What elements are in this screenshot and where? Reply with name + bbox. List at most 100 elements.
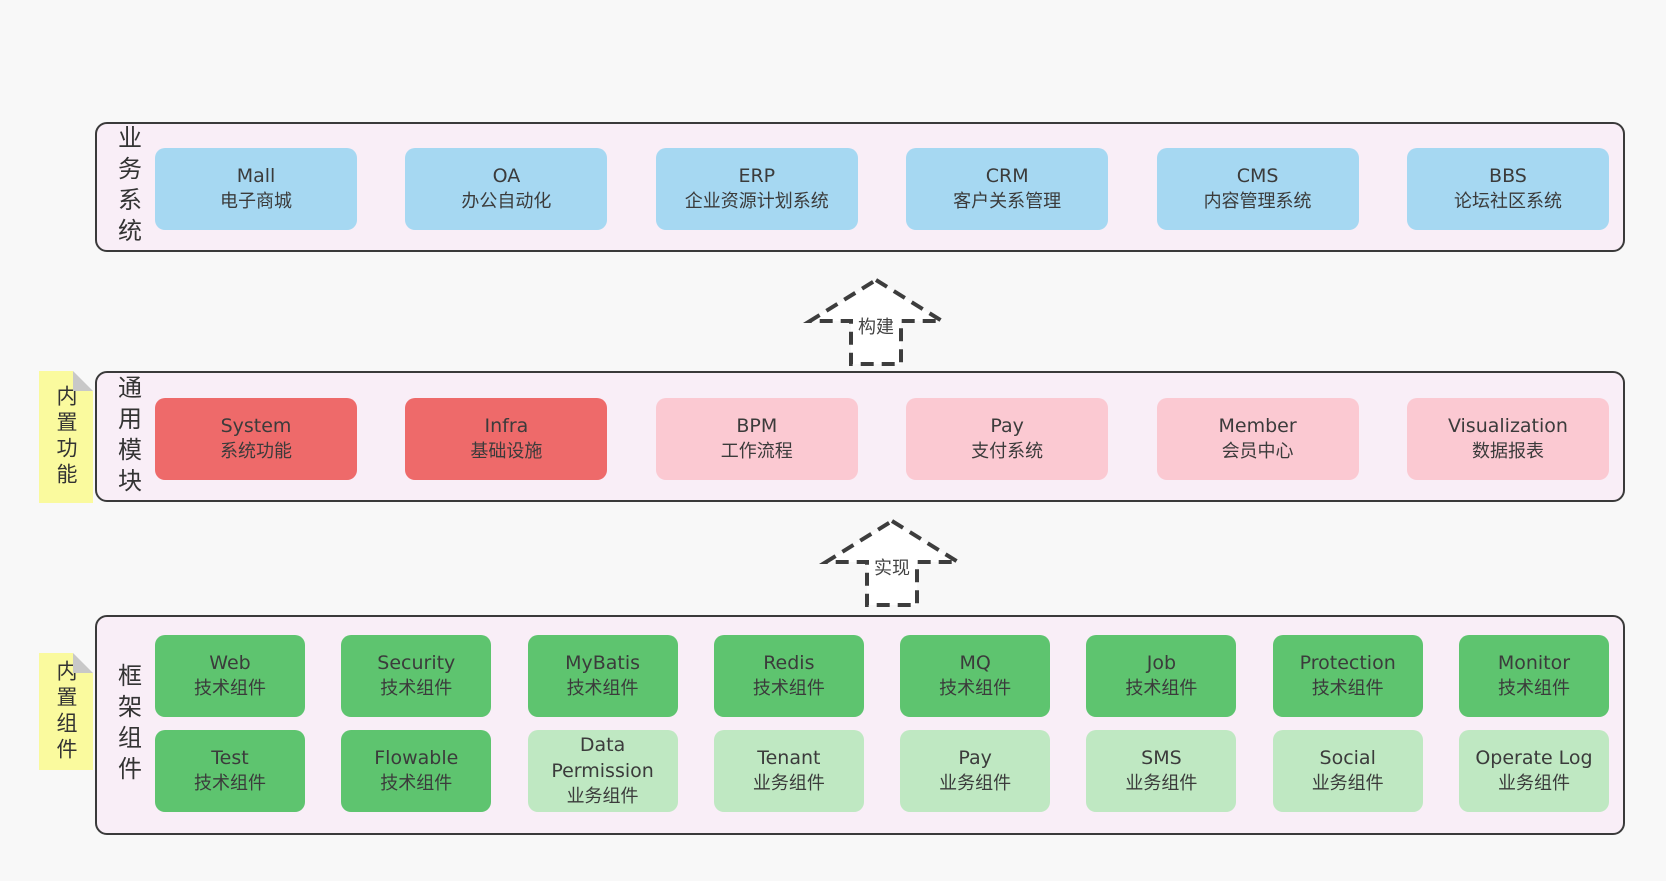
box-title: Test [211, 747, 249, 769]
box-visualization: Visualization 数据报表 [1406, 398, 1609, 480]
band-framework-components: 框架组件 Web 技术组件 Security 技术组件 MyBatis 技术组件… [95, 615, 1625, 835]
box-subtitle: 技术组件 [194, 678, 266, 699]
box-title: Protection [1299, 652, 1396, 674]
box-security: Security 技术组件 [341, 635, 492, 717]
box-subtitle: 业务组件 [939, 773, 1012, 794]
box-oa: OA 办公自动化 [405, 148, 608, 230]
box-mall: Mall 电子商城 [155, 148, 357, 230]
box-pay: Pay 支付系统 [906, 398, 1109, 480]
box-subtitle: 基础设施 [470, 441, 543, 462]
box-mybatis: MyBatis 技术组件 [527, 635, 678, 717]
box-test: Test 技术组件 [155, 730, 305, 812]
framework-box-row-1: Web 技术组件 Security 技术组件 MyBatis 技术组件 Redi… [155, 635, 1609, 717]
box-subtitle: 业务组件 [566, 786, 639, 807]
box-flowable: Flowable 技术组件 [341, 730, 492, 812]
box-crm: CRM 客户关系管理 [906, 148, 1109, 230]
box-infra: Infra 基础设施 [405, 398, 608, 480]
box-subtitle: 技术组件 [1311, 678, 1384, 699]
box-title: Monitor [1497, 652, 1571, 674]
box-subtitle: 支付系统 [971, 441, 1044, 462]
box-bbs: BBS 论坛社区系统 [1406, 148, 1609, 230]
box-operate-log: Operate Log 业务组件 [1458, 730, 1609, 812]
band-label-business: 业务系统 [113, 125, 142, 249]
box-subtitle: 客户关系管理 [953, 191, 1062, 212]
arrow-build-label: 构建 [855, 313, 897, 339]
box-subtitle: 业务组件 [1311, 773, 1384, 794]
box-subtitle: 电子商城 [220, 191, 292, 212]
box-title: ERP [738, 165, 776, 187]
box-title: MQ [959, 652, 991, 674]
box-sms: SMS 业务组件 [1086, 730, 1237, 812]
box-title: Operate Log [1475, 747, 1593, 769]
box-title: Tenant [757, 747, 821, 769]
business-box-row: Mall 电子商城 OA 办公自动化 ERP 企业资源计划系统 CRM 客户关系… [155, 148, 1609, 230]
band-common-modules: 通用模块 System 系统功能 Infra 基础设施 BPM 工作流程 Pay… [95, 371, 1625, 502]
box-subtitle: 技术组件 [194, 773, 266, 794]
box-erp: ERP 企业资源计划系统 [655, 148, 858, 230]
box-subtitle: 技术组件 [1497, 678, 1570, 699]
box-subtitle: 企业资源计划系统 [684, 191, 829, 212]
box-title: Security [377, 652, 456, 674]
box-title: Member [1218, 415, 1297, 437]
box-pay-component: Pay 业务组件 [900, 730, 1051, 812]
band-label-modules: 通用模块 [113, 374, 142, 499]
box-redis: Redis 技术组件 [713, 635, 864, 717]
box-system: System 系统功能 [155, 398, 357, 480]
box-tenant: Tenant 业务组件 [713, 730, 864, 812]
box-mq: MQ 技术组件 [900, 635, 1051, 717]
box-protection: Protection 技术组件 [1272, 635, 1423, 717]
box-subtitle: 系统功能 [220, 441, 292, 462]
box-social: Social 业务组件 [1272, 730, 1423, 812]
box-title: Infra [484, 415, 529, 437]
band-label-framework: 框架组件 [113, 663, 142, 787]
box-subtitle: 办公自动化 [461, 191, 552, 212]
box-title: Visualization [1447, 415, 1568, 437]
box-subtitle: 内容管理系统 [1203, 191, 1312, 212]
box-title: BBS [1489, 165, 1527, 187]
box-subtitle: 技术组件 [939, 678, 1012, 699]
box-title: Mall [236, 165, 276, 187]
box-title: Social [1319, 747, 1376, 769]
box-title: Flowable [374, 747, 459, 769]
box-subtitle: 业务组件 [1497, 773, 1570, 794]
box-title: Redis [763, 652, 815, 674]
box-member: Member 会员中心 [1156, 398, 1359, 480]
band-business-systems: 业务系统 Mall 电子商城 OA 办公自动化 ERP 企业资源计划系统 CRM… [95, 122, 1625, 252]
box-title: BPM [736, 415, 778, 437]
box-cms: CMS 内容管理系统 [1156, 148, 1359, 230]
box-subtitle: 数据报表 [1471, 441, 1544, 462]
box-subtitle: 技术组件 [566, 678, 639, 699]
box-web: Web 技术组件 [155, 635, 305, 717]
sticky-built-in-features: 内置功能 [39, 371, 93, 503]
box-title: Data Permission [551, 734, 654, 782]
box-subtitle: 会员中心 [1221, 441, 1294, 462]
box-title: Job [1146, 652, 1177, 674]
box-bpm: BPM 工作流程 [655, 398, 858, 480]
modules-box-row: System 系统功能 Infra 基础设施 BPM 工作流程 Pay 支付系统… [155, 398, 1609, 480]
box-title: SMS [1141, 747, 1182, 769]
box-title: CRM [985, 165, 1029, 187]
box-job: Job 技术组件 [1086, 635, 1237, 717]
box-subtitle: 论坛社区系统 [1453, 191, 1562, 212]
box-title: MyBatis [565, 652, 641, 674]
box-subtitle: 技术组件 [1125, 678, 1198, 699]
arrow-implement-label: 实现 [871, 554, 913, 580]
box-monitor: Monitor 技术组件 [1458, 635, 1609, 717]
box-data-permission: Data Permission 业务组件 [527, 730, 678, 812]
box-subtitle: 技术组件 [380, 773, 453, 794]
box-title: Web [209, 652, 251, 674]
box-subtitle: 技术组件 [752, 678, 825, 699]
box-subtitle: 业务组件 [1125, 773, 1198, 794]
box-title: System [220, 415, 292, 437]
framework-box-row-2: Test 技术组件 Flowable 技术组件 Data Permission … [155, 730, 1609, 812]
sticky-built-in-components: 内置组件 [39, 653, 93, 770]
sticky-label: 内置功能 [54, 385, 78, 489]
box-title: Pay [990, 415, 1024, 437]
box-subtitle: 业务组件 [752, 773, 825, 794]
box-subtitle: 工作流程 [720, 441, 793, 462]
box-title: CMS [1236, 165, 1279, 187]
arrow-implement: 实现 [818, 518, 966, 608]
box-title: Pay [958, 747, 992, 769]
sticky-label: 内置组件 [54, 659, 78, 764]
